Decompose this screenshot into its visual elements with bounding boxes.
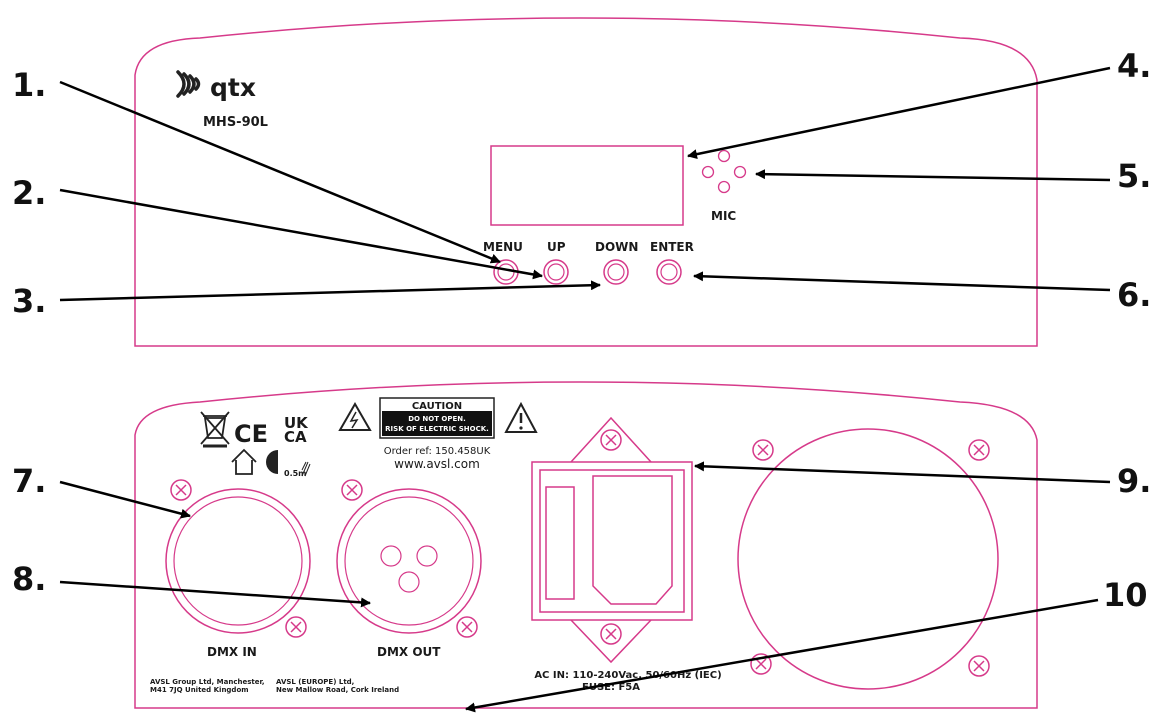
- model-name: MHS-90L: [203, 115, 268, 130]
- ukca-mark-top: UK: [284, 414, 309, 432]
- rear-panel-outline: [134, 381, 1038, 709]
- arrow-10: [465, 598, 1099, 713]
- mic-label: MIC: [711, 209, 736, 223]
- front-panel: qtx MHS-90L MIC MENU UP DOWN ENTER: [134, 17, 1038, 347]
- ac-in-label: AC IN: 110-240Vac, 50/60Hz (IEC): [534, 670, 721, 681]
- address-eu-line1: AVSL (EUROPE) Ltd,: [276, 678, 354, 686]
- fan-screw-bottom-right: [968, 655, 990, 677]
- fan-grille: [737, 428, 999, 690]
- enter-label: ENTER: [650, 240, 694, 254]
- dmx-in-screw-top: [170, 479, 192, 501]
- distance-label: 0.5m: [284, 469, 307, 478]
- arrow-3: [59, 280, 601, 302]
- callout-2: 2.: [12, 174, 46, 212]
- front-panel-outline: [134, 17, 1038, 347]
- lcd-display: [490, 145, 684, 226]
- arrow-4: [687, 66, 1111, 160]
- arrow-9: [694, 461, 1111, 484]
- dmx-out-screw-bottom: [456, 616, 478, 638]
- mic-holes: [701, 149, 747, 194]
- callout-4: 4.: [1117, 47, 1149, 85]
- callout-arrows: [59, 66, 1111, 713]
- callout-6: 6.: [1117, 276, 1149, 314]
- dmx-in-label: DMX IN: [207, 645, 257, 659]
- ce-mark: CE: [234, 420, 268, 448]
- callout-1: 1.: [12, 66, 46, 104]
- iec-power-inlet: [531, 416, 693, 664]
- callout-numbers: 1. 2. 3. 4. 5. 6. 7. 8. 9. 10: [12, 47, 1149, 614]
- shock-warning-icon: [338, 401, 372, 431]
- callout-10: 10: [1103, 576, 1148, 614]
- dmx-in-screw-bottom: [285, 616, 307, 638]
- indoor-use-icon: [231, 448, 257, 475]
- distance-hatch: [301, 461, 311, 477]
- dmx-out-screw-top: [341, 479, 363, 501]
- website: www.avsl.com: [394, 457, 480, 471]
- menu-label: MENU: [483, 240, 523, 254]
- warning-icon: [504, 401, 538, 433]
- dmx-in-connector: [165, 488, 311, 634]
- address-uk-line2: M41 7JQ United Kingdom: [150, 686, 249, 694]
- caution-line1: DO NOT OPEN.: [408, 415, 466, 423]
- address-eu-line2: New Mallow Road, Cork Ireland: [276, 686, 399, 694]
- down-label: DOWN: [595, 240, 638, 254]
- callout-7: 7.: [12, 462, 46, 500]
- callout-5: 5.: [1117, 157, 1149, 195]
- caution-line2: RISK OF ELECTRIC SHOCK.: [385, 425, 489, 433]
- min-distance-icon: [266, 450, 278, 474]
- dmx-out-label: DMX OUT: [377, 645, 441, 659]
- ukca-mark-bottom: CA: [284, 428, 307, 446]
- arrow-7: [59, 480, 191, 519]
- fan-screw-top-left: [752, 439, 774, 461]
- enter-button[interactable]: [656, 259, 682, 285]
- qtx-logo: qtx: [176, 70, 256, 102]
- arrow-1: [59, 80, 501, 264]
- arrow-8: [59, 580, 371, 608]
- iec-screw-top: [600, 429, 622, 451]
- iec-screw-bottom: [600, 623, 622, 645]
- fuse-label: FUSE: F5A: [582, 682, 640, 693]
- down-button[interactable]: [603, 259, 629, 285]
- brand-name: qtx: [210, 73, 256, 102]
- fan-screw-top-right: [968, 439, 990, 461]
- up-label: UP: [547, 240, 566, 254]
- sound-wave-icon: [176, 70, 201, 98]
- callout-9: 9.: [1117, 462, 1149, 500]
- arrow-6: [693, 271, 1111, 292]
- dmx-out-connector: [336, 488, 482, 634]
- address-uk-line1: AVSL Group Ltd, Manchester,: [150, 678, 265, 686]
- caution-title: CAUTION: [412, 401, 462, 412]
- arrow-2: [59, 188, 543, 280]
- order-ref: Order ref: 150.458UK: [384, 446, 491, 457]
- caution-box: CAUTION DO NOT OPEN. RISK OF ELECTRIC SH…: [379, 397, 495, 439]
- up-button[interactable]: [543, 259, 569, 285]
- arrow-5: [755, 169, 1111, 182]
- weee-bin-icon: [200, 411, 230, 448]
- callout-8: 8.: [12, 560, 46, 598]
- rear-panel: CE UK CA 0.5m CAUTION DO NOT OPEN. RISK …: [134, 381, 1038, 709]
- callout-3: 3.: [12, 282, 46, 320]
